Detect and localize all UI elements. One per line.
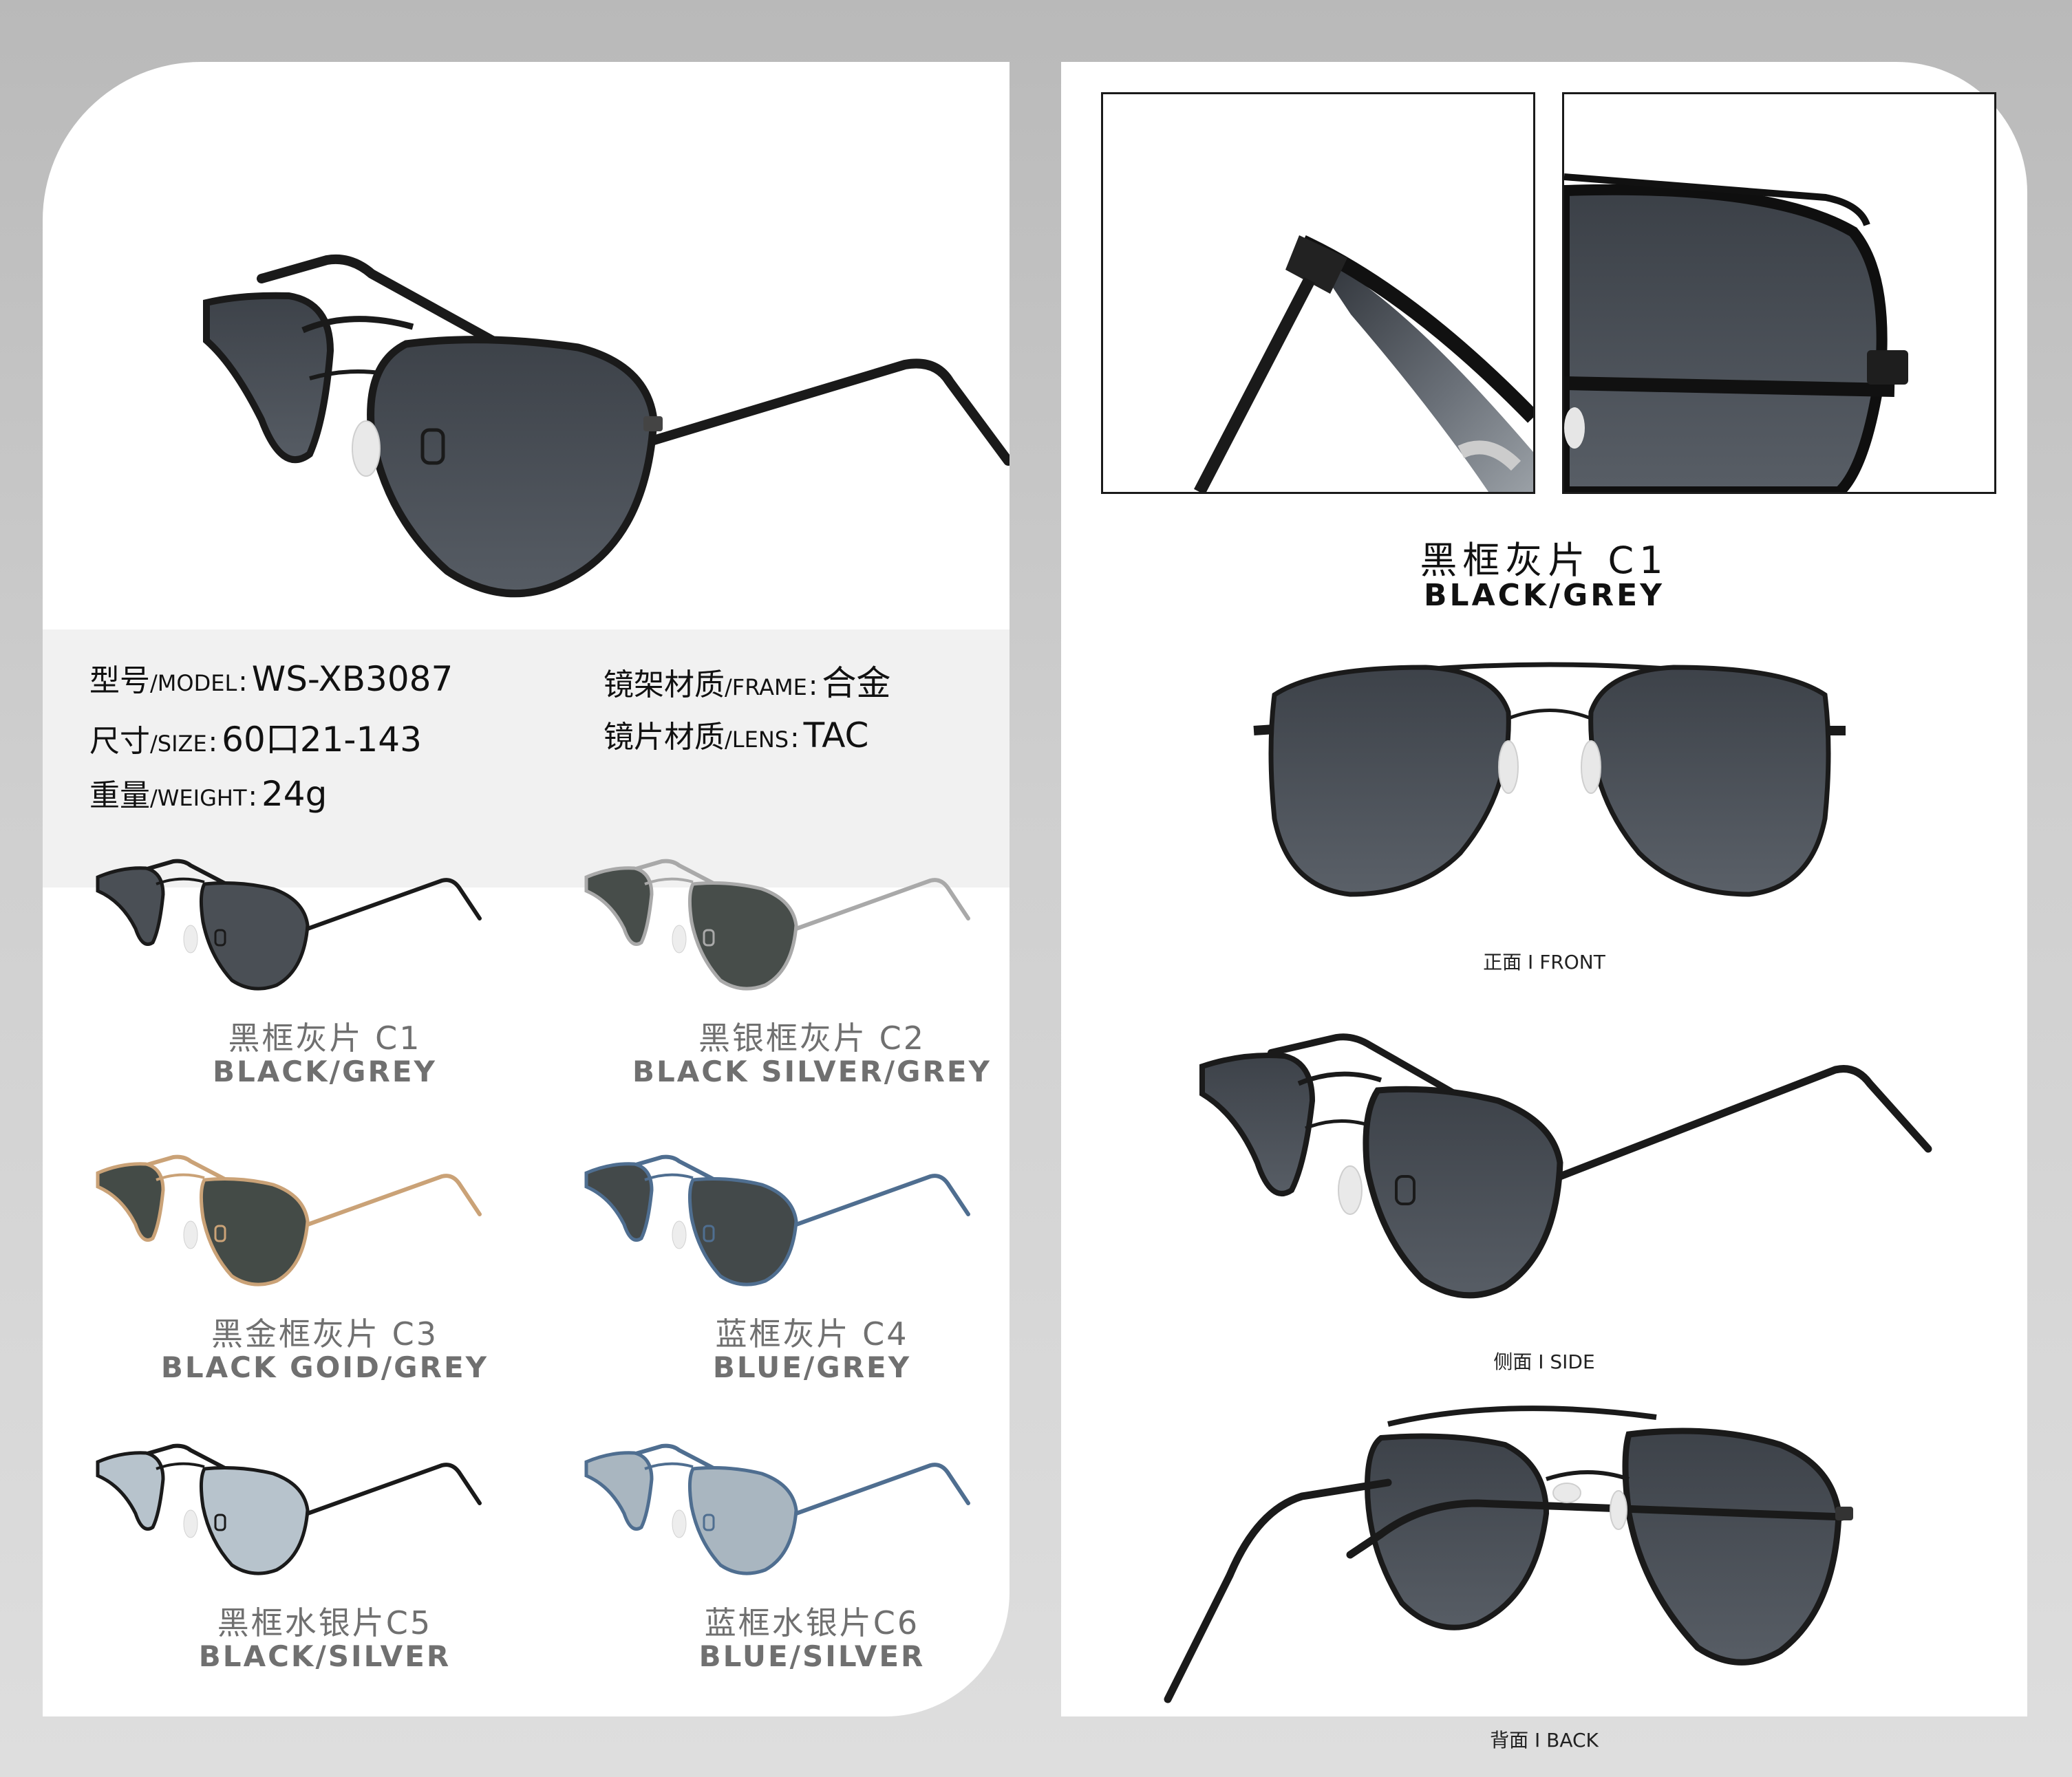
front-view-label: 正面 I FRONT <box>1483 951 1605 973</box>
hero-sunglasses-image <box>124 193 1010 619</box>
variant-c5-image <box>94 1438 482 1575</box>
variant-c2-image <box>583 853 970 991</box>
spec-model-zh: 型号 <box>89 663 150 698</box>
featured-title-en: BLACK/GREY <box>1424 578 1665 613</box>
spec-lens-sep: : <box>790 722 800 754</box>
left-panel: 型号/MODEL:WS-XB3087 尺寸/SIZE:60口21-143 重量/… <box>43 62 1010 1716</box>
spec-lens-en: /LENS <box>725 726 789 753</box>
lens-detail-image <box>1562 92 1996 494</box>
spec-frame-value: 合金 <box>822 663 891 703</box>
spec-model-sep: : <box>238 666 248 698</box>
spec-model: 型号/MODEL:WS-XB3087 <box>89 656 453 700</box>
variant-c3-image <box>94 1149 482 1286</box>
variant-c1-en: BLACK/GREY <box>213 1055 437 1088</box>
variant-c4-zh: 蓝框灰片 C4 <box>715 1315 909 1353</box>
spec-frame-en: /FRAME <box>725 674 807 700</box>
back-view-label: 背面 I BACK <box>1490 1729 1599 1752</box>
variant-c5-zh: 黑框水银片C5 <box>217 1604 433 1641</box>
spec-band: 型号/MODEL:WS-XB3087 尺寸/SIZE:60口21-143 重量/… <box>43 629 1010 887</box>
spec-weight-sep: : <box>248 781 257 812</box>
spec-frame-sep: : <box>808 670 818 702</box>
variant-c2-en: BLACK SILVER/GREY <box>632 1055 992 1088</box>
spec-weight-value: 24g <box>261 774 328 814</box>
side-view-image <box>1175 1025 1973 1307</box>
variant-c1-zh: 黑框灰片 C1 <box>228 1020 422 1057</box>
spec-frame-zh: 镜架材质 <box>604 667 725 702</box>
variant-c1-image <box>94 853 482 991</box>
spec-weight-en: /WEIGHT <box>150 785 247 811</box>
spec-model-en: /MODEL <box>150 670 237 696</box>
spec-size-sep: : <box>208 726 218 758</box>
spec-size: 尺寸/SIZE:60口21-143 <box>89 712 422 762</box>
spec-lens-value: TAC <box>803 715 869 755</box>
side-view-label: 侧面 I SIDE <box>1493 1350 1595 1373</box>
spec-frame: 镜架材质/FRAME:合金 <box>604 656 890 705</box>
variant-c5-en: BLACK/SILVER <box>198 1639 451 1673</box>
spec-model-value: WS-XB3087 <box>251 659 453 699</box>
variant-c4-image <box>583 1149 970 1286</box>
spec-size-value: 60口21-143 <box>222 720 422 760</box>
featured-title-zh: 黑框灰片 C1 <box>1420 539 1669 582</box>
spec-size-zh: 尺寸 <box>89 724 150 759</box>
back-view-image <box>1161 1390 1973 1706</box>
variant-c6-zh: 蓝框水银片C6 <box>704 1604 920 1641</box>
variant-c4-en: BLUE/GREY <box>712 1350 912 1384</box>
spec-lens-zh: 镜片材质 <box>604 720 725 755</box>
spec-size-en: /SIZE <box>150 731 207 757</box>
variant-c3-zh: 黑金框灰片 C3 <box>211 1315 438 1353</box>
front-view-image <box>1247 654 1852 915</box>
right-panel: 黑框灰片 C1 BLACK/GREY <box>1061 62 2027 1752</box>
variant-c6-en: BLUE/SILVER <box>698 1639 926 1673</box>
variant-c3-en: BLACK GOID/GREY <box>160 1350 489 1384</box>
spec-weight: 重量/WEIGHT:24g <box>89 771 327 815</box>
spec-lens: 镜片材质/LENS:TAC <box>604 712 868 756</box>
variant-c2-zh: 黑银框灰片 C2 <box>698 1020 926 1057</box>
hinge-detail-image <box>1101 92 1535 494</box>
spec-weight-zh: 重量 <box>89 778 150 813</box>
variant-c6-image <box>583 1438 970 1575</box>
